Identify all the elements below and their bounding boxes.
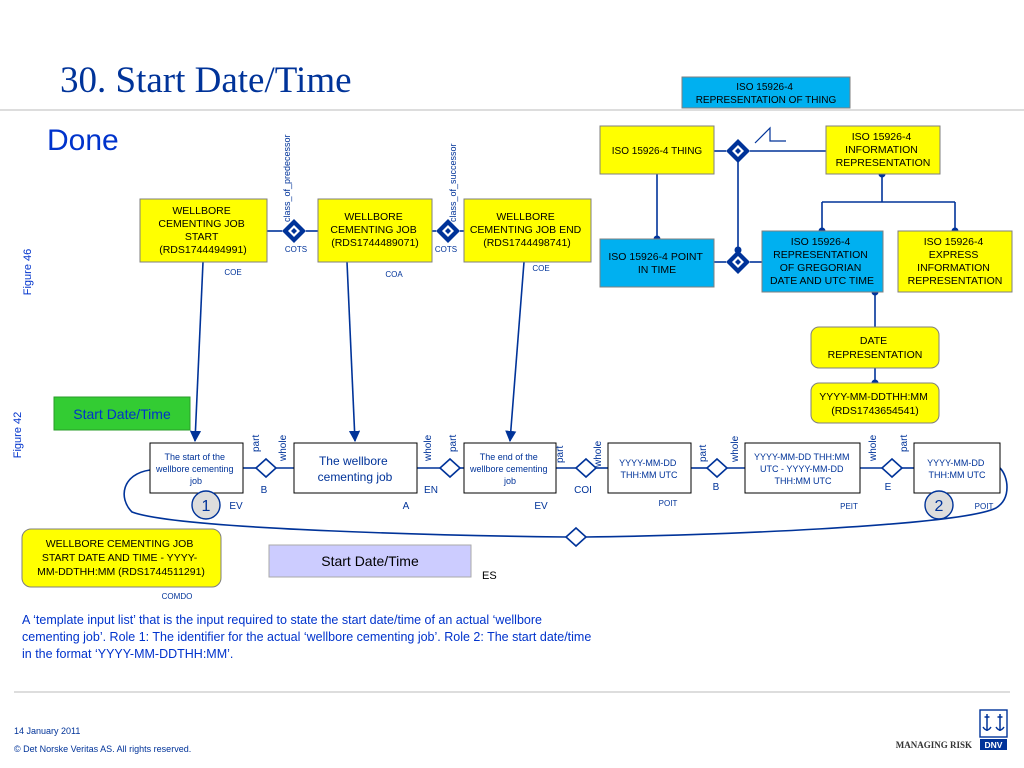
whole-label-1: whole — [278, 434, 289, 462]
cots-diamond-2 — [436, 219, 460, 243]
type-label-poit2: POIT — [975, 502, 994, 511]
type-label-peit: PEIT — [840, 502, 858, 511]
box-date-format-class: YYYY-MM-DDTHH:MM (RDS1743654541) — [810, 382, 940, 424]
svg-text:ISO 15926-4 REPRESENTATI: ISO 15926-4 REPRESENTATION OF GREGORIAN … — [770, 236, 874, 287]
svg-text:ISO 15926-4 POINT IN TIM: ISO 15926-4 POINT IN TIME — [608, 251, 705, 276]
comdo-label: COMDO — [162, 592, 193, 601]
type-label-ev2: EV — [534, 501, 548, 512]
part-label-4: part — [698, 445, 709, 462]
whole-label-3: whole — [593, 440, 604, 468]
connector-lines — [123, 126, 1008, 538]
whole-label-5: whole — [868, 434, 879, 462]
footer-copyright: © Det Norske Veritas AS. All rights rese… — [14, 744, 191, 754]
role-1-circle: 1 — [191, 490, 221, 520]
subtitle-done: Done — [47, 124, 119, 157]
role-2-circle: 2 — [924, 490, 954, 520]
svg-text:1: 1 — [202, 498, 211, 515]
rel-label-b1: B — [261, 485, 268, 496]
inst-start-of-job: The start of the wellbore cementing job — [149, 442, 244, 494]
svg-text:WELLBORE CEMENTING JOB: WELLBORE CEMENTING JOB (RDS1744489071) — [330, 211, 419, 249]
footer-date: 14 January 2011 — [14, 726, 80, 736]
inst-datetime-2: YYYY-MM-DD THH:MM UTC — [913, 442, 1001, 494]
svg-text:YYYY-MM-DD THH:MM UTC -: YYYY-MM-DD THH:MM UTC - YYYY-MM-DD THH:M… — [754, 452, 852, 486]
rel-label-b2: B — [713, 482, 720, 493]
whole-label-2: whole — [423, 434, 434, 462]
template-description: A ‘template input list’ that is the inpu… — [22, 613, 595, 661]
inst-datetime-1: YYYY-MM-DD THH:MM UTC — [607, 442, 692, 494]
figure-42-label: Figure 42 — [12, 412, 24, 458]
box-date-repr: DATE REPRESENTATION — [810, 326, 940, 369]
class-of-predecessor-label: class_of_predecessor — [282, 134, 292, 222]
coa-label: COA — [385, 270, 403, 279]
class-of-successor-label: class_of_successor — [448, 143, 458, 222]
relation-diamond-en — [438, 457, 462, 479]
box-iso-thing-repr: ISO 15926-4 REPRESENTATION OF THING — [681, 76, 851, 109]
part-label-1: part — [251, 435, 262, 452]
coe-arrow-start — [189, 261, 204, 443]
rel-label-coi: COI — [574, 485, 592, 496]
brand-name: DNV — [985, 740, 1003, 750]
svg-text:Start Date/Time: Start Date/Time — [73, 406, 171, 422]
coa-arrow-job — [346, 261, 361, 443]
svg-text:ISO 15926-4 INFORMATION: ISO 15926-4 INFORMATION REPRESENTATION — [836, 131, 931, 169]
part-label-3: part — [555, 446, 566, 463]
relation-diamond-es — [564, 526, 588, 548]
svg-text:YYYY-MM-DDTHH:MM (RDS174: YYYY-MM-DDTHH:MM (RDS1743654541) — [819, 391, 931, 417]
cots-diamond-1 — [282, 219, 306, 243]
part-label-2: part — [448, 435, 459, 452]
cots-label-2: COTS — [435, 245, 457, 254]
svg-text:The end of the wellbore: The end of the wellbore cementing job — [469, 452, 550, 486]
relation-diamond-coi — [574, 457, 598, 479]
box-start-datetime-class: WELLBORE CEMENTING JOB START DATE AND TI… — [21, 528, 222, 588]
coe-label-1: COE — [224, 268, 241, 277]
inst-cementing-job: The wellbore cementing job — [293, 442, 418, 494]
box-cementing-job-start: WELLBORE CEMENTING JOB START (RDS1744494… — [139, 198, 268, 263]
coe-label-2: COE — [532, 264, 549, 273]
brand-tagline: MANAGING RISK — [896, 740, 972, 750]
rel-label-e: E — [885, 482, 892, 493]
svg-text:ISO 15926-4 THING: ISO 15926-4 THING — [612, 146, 703, 157]
box-iso-info-repr: ISO 15926-4 INFORMATION REPRESENTATION — [825, 125, 941, 175]
start-datetime-lavender-box: Start Date/Time — [268, 544, 472, 578]
part-label-5: part — [899, 435, 910, 452]
svg-text:WELLBORE CEMENTING JOB: WELLBORE CEMENTING JOB START (RDS1744494… — [158, 205, 247, 256]
coe-arrow-end — [505, 261, 525, 443]
start-datetime-green-box: Start Date/Time — [53, 396, 191, 431]
box-iso-express-info-repr: ISO 15926-4 EXPRESS INFORMATION REPRESEN… — [897, 230, 1013, 293]
es-label: ES — [482, 570, 497, 582]
svg-text:The start of the wellbor: The start of the wellbore cementing job — [155, 452, 236, 486]
rel-label-en: EN — [424, 485, 438, 496]
svg-text:YYYY-MM-DD THH:MM UTC: YYYY-MM-DD THH:MM UTC — [927, 458, 987, 480]
slide-title: 30. Start Date/Time — [60, 60, 352, 101]
relation-diamond-e — [880, 457, 904, 479]
svg-text:2: 2 — [935, 498, 944, 515]
box-iso-gregorian-repr: ISO 15926-4 REPRESENTATION OF GREGORIAN … — [761, 230, 884, 293]
relation-diamond-b2 — [705, 457, 729, 479]
box-iso-thing: ISO 15926-4 THING — [599, 125, 715, 175]
svg-text:The wellbore cementing j: The wellbore cementing job — [318, 454, 393, 484]
svg-text:YYYY-MM-DD THH:MM UTC: YYYY-MM-DD THH:MM UTC — [619, 458, 679, 480]
classification-diamond-point — [726, 250, 750, 274]
inst-datetime-range: YYYY-MM-DD THH:MM UTC - YYYY-MM-DD THH:M… — [744, 442, 861, 494]
svg-text:WELLBORE CEMENTING JOB E: WELLBORE CEMENTING JOB END (RDS174449874… — [470, 211, 584, 249]
svg-text:WELLBORE CEMENTING JOB S: WELLBORE CEMENTING JOB START DATE AND TI… — [37, 538, 205, 578]
dnv-logo-icon: DNV — [979, 709, 1008, 750]
type-label-poit1: POIT — [659, 499, 678, 508]
svg-text:DATE REPRESENTATION: DATE REPRESENTATION — [828, 335, 923, 361]
svg-text:ISO 15926-4 REPRESENTATI: ISO 15926-4 REPRESENTATION OF THING — [696, 82, 837, 106]
figure-46-label: Figure 46 — [22, 249, 34, 295]
inst-end-of-job: The end of the wellbore cementing job — [463, 442, 557, 494]
classification-diamond-thing — [726, 139, 750, 163]
box-iso-point-in-time: ISO 15926-4 POINT IN TIME — [599, 238, 715, 288]
box-cementing-job: WELLBORE CEMENTING JOB (RDS1744489071) — [317, 198, 433, 263]
svg-text:ISO 15926-4 EXPRESS: ISO 15926-4 EXPRESS INFORMATION REPRESEN… — [908, 236, 1003, 287]
relation-diamond-b1 — [254, 457, 278, 479]
type-label-a: A — [403, 501, 410, 512]
type-label-ev1: EV — [229, 501, 243, 512]
svg-text:Start Date/Time: Start Date/Time — [321, 553, 419, 569]
box-cementing-job-end: WELLBORE CEMENTING JOB END (RDS174449874… — [463, 198, 592, 263]
cots-label-1: COTS — [285, 245, 307, 254]
whole-label-4: whole — [730, 435, 741, 463]
